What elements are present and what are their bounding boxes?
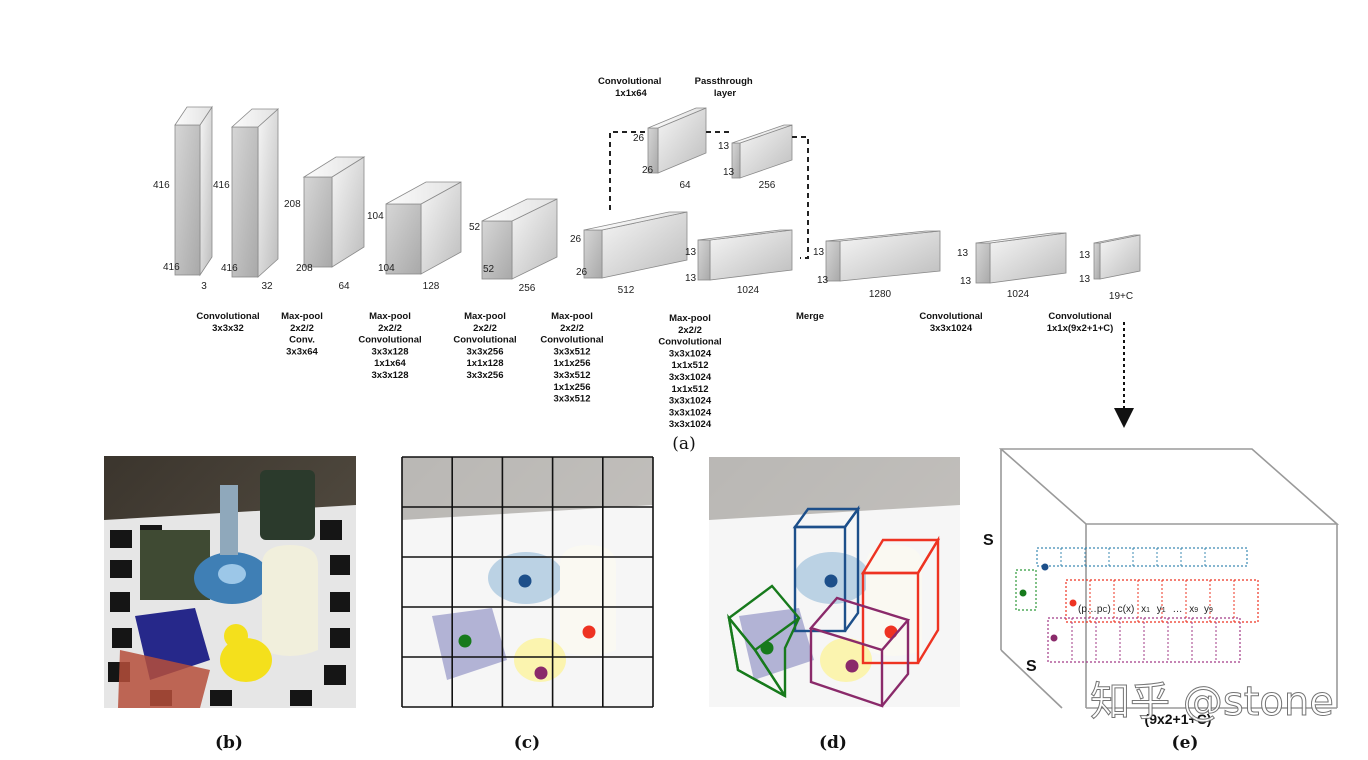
block-height-label: 416 (153, 180, 170, 191)
block-depth-label: 128 (423, 281, 440, 292)
block-width-label: 13 (817, 275, 829, 286)
block-depth-label: 32 (261, 281, 273, 292)
watermark: 知乎 @stone (1090, 679, 1334, 725)
subfigure-label-b: (b) (215, 733, 243, 753)
tensor-s-bottom: S (1026, 658, 1037, 675)
block-height-label: 104 (367, 211, 384, 222)
tensor-block-3: 208 208 64 (284, 156, 366, 292)
tensor-cell-text: (p…pC) c(x) x1 y1 … x9 y9 (1078, 604, 1213, 615)
photo-d-boxes (709, 457, 960, 708)
subfigure-label-a: (a) (672, 434, 695, 454)
subfigure-label-c: (c) (514, 733, 540, 753)
block-width-label: 104 (378, 263, 395, 274)
top-caption-passthrough: Passthrough layer (695, 76, 756, 99)
block-width-label: 13 (723, 167, 735, 178)
block-depth-label: 64 (679, 180, 691, 191)
block-depth-label: 256 (519, 283, 536, 294)
block-height-label: 13 (813, 247, 825, 258)
block-depth-label: 1280 (869, 289, 892, 300)
tensor-block-1: 416 416 3 (153, 105, 213, 292)
block-width-label: 26 (642, 165, 654, 176)
block-width-label: 416 (163, 262, 180, 273)
center-dot-red (582, 625, 596, 639)
tensor-depth-label: (9x2+1+C) (1145, 711, 1212, 727)
block-depth-label: 256 (759, 180, 776, 191)
layer-caption-7: Merge (796, 311, 824, 322)
block-width-label: 52 (483, 264, 495, 275)
block-width-label: 416 (221, 263, 238, 274)
output-tensor: (p…pC) c(x) x1 y1 … x9 y9 S S (9x2+1+C) (983, 448, 1340, 727)
tensor-s-left: S (983, 532, 994, 549)
tensor-block-8: 13 13 256 (718, 124, 793, 191)
tensor-block-12: 13 13 19+C (1079, 234, 1141, 302)
block-depth-label: 512 (618, 285, 635, 296)
center-dot-green (458, 634, 472, 648)
top-caption-conv: Convolutional 1x1x64 (598, 76, 664, 99)
block-width-label: 13 (1079, 274, 1091, 285)
block-depth-label: 3 (201, 281, 207, 292)
photo-b (104, 456, 356, 708)
block-depth-label: 1024 (737, 285, 760, 296)
photo-c-grid (401, 456, 654, 708)
block-depth-label: 1024 (1007, 289, 1030, 300)
block-depth-label: 19+C (1109, 291, 1133, 302)
block-height-label: 208 (284, 199, 301, 210)
block-height-label: 13 (1079, 250, 1091, 261)
block-depth-label: 64 (338, 281, 350, 292)
block-width-label: 13 (685, 273, 697, 284)
block-width-label: 208 (296, 263, 313, 274)
passthrough-dashed-path (609, 131, 809, 259)
subfigure-label-d: (d) (819, 733, 847, 753)
block-height-label: 13 (957, 248, 969, 259)
tensor-block-4: 104 104 128 (367, 181, 462, 292)
block-height-label: 416 (213, 180, 230, 191)
tensor-block-2: 416 416 32 (213, 108, 280, 292)
block-height-label: 26 (570, 234, 582, 245)
center-dot-purple (534, 666, 548, 680)
block-height-label: 52 (469, 222, 481, 233)
block-width-label: 13 (960, 276, 972, 287)
block-height-label: 13 (685, 247, 697, 258)
tensor-block-7: 26 26 64 (633, 107, 707, 191)
block-width-label: 26 (576, 267, 588, 278)
tensor-block-5: 52 52 256 (469, 198, 558, 294)
block-height-label: 13 (718, 141, 730, 152)
tensor-block-10: 13 13 1280 (813, 230, 941, 300)
tensor-block-11: 13 13 1024 (957, 232, 1067, 300)
subfigure-label-e: (e) (1172, 733, 1199, 753)
tensor-block-6: 26 26 512 (570, 211, 688, 296)
block-height-label: 26 (633, 133, 645, 144)
tensor-block-9: 13 13 1024 (685, 229, 793, 296)
network-blocks: 416 416 3 416 416 32 208 208 64 104 104 128 52 52 256 2… (153, 105, 1141, 302)
center-dot-blue (518, 574, 532, 588)
